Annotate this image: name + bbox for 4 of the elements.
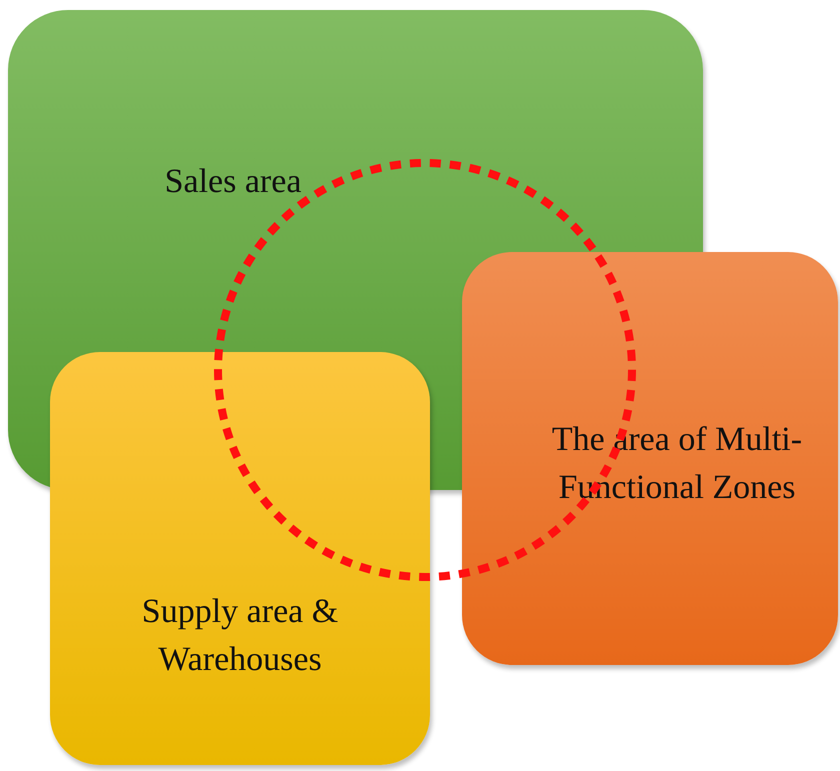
- area-box: [50, 352, 430, 765]
- area-box: [462, 252, 838, 665]
- area-label: Sales area: [164, 162, 302, 202]
- area-label: Supply area & Warehouses: [140, 592, 340, 680]
